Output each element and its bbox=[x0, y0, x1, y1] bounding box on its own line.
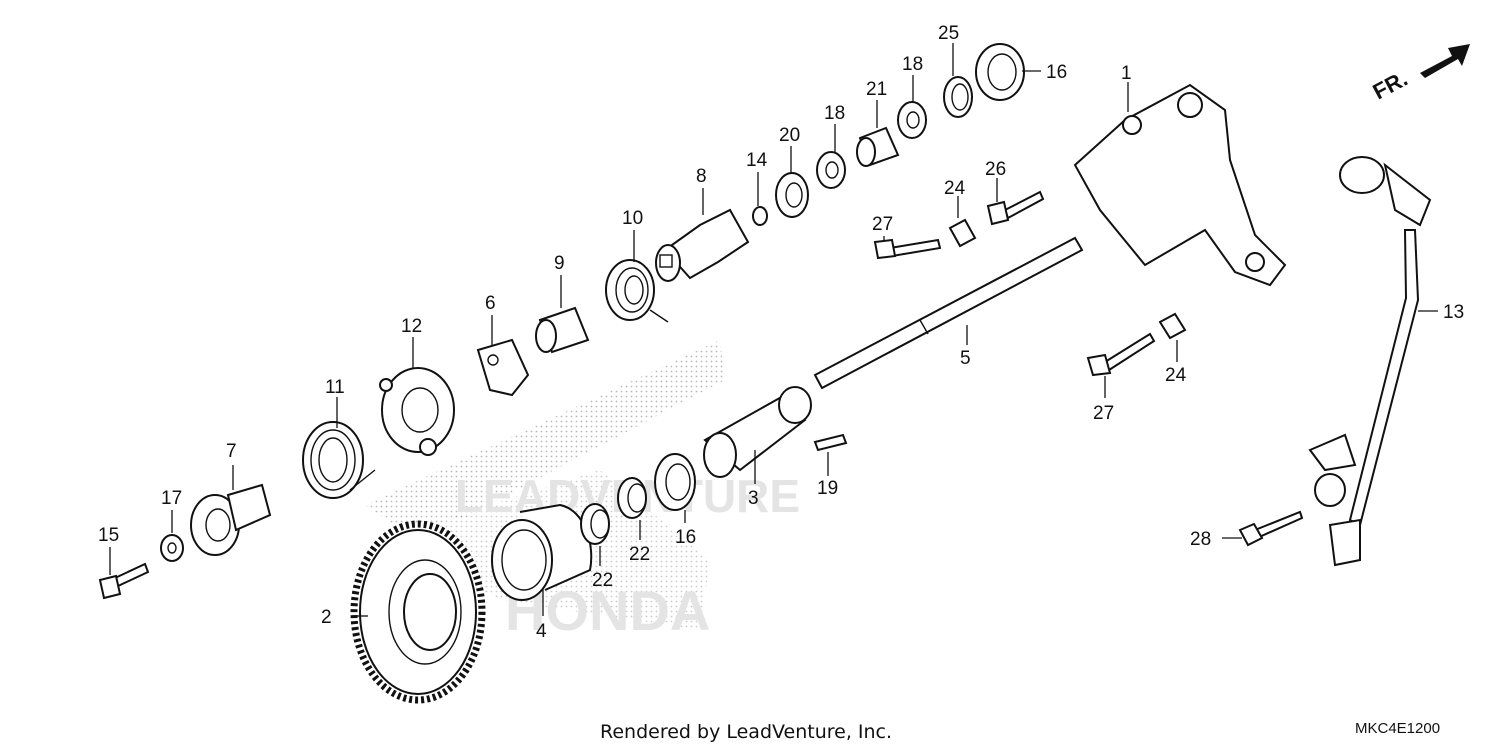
callout-12: 12 bbox=[401, 316, 422, 337]
rendered-by-credit: Rendered by LeadVenture, Inc. bbox=[600, 721, 892, 743]
part-25-circlip bbox=[943, 76, 973, 118]
part-16-washer-lower bbox=[654, 453, 696, 511]
part-20-seal bbox=[775, 172, 809, 218]
part-8-spindle bbox=[655, 208, 750, 282]
callout-7: 7 bbox=[226, 441, 237, 462]
callout-8: 8 bbox=[696, 166, 707, 187]
callout-1: 1 bbox=[1121, 63, 1132, 84]
callout-24-lower: 24 bbox=[1165, 365, 1187, 386]
callout-9: 9 bbox=[554, 253, 565, 274]
callout-labels: 1 2 3 4 5 6 7 8 9 10 11 12 13 14 15 16 1… bbox=[98, 23, 1464, 642]
callout-26: 26 bbox=[985, 159, 1006, 180]
part-19-pin bbox=[813, 433, 848, 452]
part-27-bolts bbox=[873, 238, 1156, 377]
callout-27-lower: 27 bbox=[1093, 403, 1114, 424]
callout-14: 14 bbox=[746, 150, 768, 171]
callout-25: 25 bbox=[938, 23, 959, 44]
callout-21: 21 bbox=[866, 79, 887, 100]
part-15-bolt bbox=[98, 562, 150, 600]
part-28-bolt bbox=[1238, 510, 1304, 547]
front-arrow-icon bbox=[1420, 44, 1470, 78]
part-24-dowel-upper bbox=[948, 218, 977, 248]
callout-18-upper: 18 bbox=[902, 54, 923, 75]
part-11-spring bbox=[302, 421, 376, 499]
callout-16-upper: 16 bbox=[1046, 62, 1067, 83]
part-6-plate bbox=[476, 338, 530, 397]
part-2-gear bbox=[350, 520, 486, 704]
callout-11: 11 bbox=[325, 377, 345, 398]
part-26-bolt bbox=[986, 190, 1045, 226]
callout-4: 4 bbox=[536, 621, 547, 642]
callout-15: 15 bbox=[98, 525, 119, 546]
part-18-washer-lower bbox=[816, 151, 846, 189]
callout-18-lower: 18 bbox=[824, 103, 845, 124]
part-10-spring bbox=[605, 259, 669, 323]
part-9-collar bbox=[535, 306, 590, 354]
callout-5: 5 bbox=[960, 348, 971, 369]
callout-10: 10 bbox=[622, 208, 643, 229]
callout-27-upper: 27 bbox=[872, 214, 893, 235]
part-1-housing bbox=[1073, 83, 1287, 287]
callout-20: 20 bbox=[779, 125, 800, 146]
part-17-washer bbox=[160, 534, 184, 562]
front-label: FR. bbox=[1369, 66, 1412, 105]
part-4-drum bbox=[491, 503, 593, 601]
part-18-washer-upper bbox=[897, 101, 927, 139]
callout-16-lower: 16 bbox=[675, 527, 696, 548]
part-21-bearing bbox=[856, 126, 900, 167]
callout-28: 28 bbox=[1190, 529, 1211, 550]
callout-2: 2 bbox=[321, 607, 332, 628]
part-13-lever bbox=[1308, 156, 1432, 567]
callout-22-left: 22 bbox=[592, 570, 613, 591]
part-22-needle-bearings bbox=[580, 477, 647, 545]
front-direction-indicator: FR. bbox=[1369, 44, 1470, 104]
part-14-washer bbox=[752, 206, 768, 226]
diagram-code: MKC4E1200 bbox=[1355, 720, 1440, 737]
callout-22-right: 22 bbox=[629, 544, 650, 565]
callout-17: 17 bbox=[161, 488, 182, 509]
part-5-shaft bbox=[813, 236, 1084, 390]
callout-24-upper: 24 bbox=[944, 178, 966, 199]
part-12-ratchet bbox=[379, 367, 455, 456]
part-16-washer-upper bbox=[975, 43, 1025, 101]
callout-3: 3 bbox=[748, 488, 759, 509]
part-7-collar bbox=[190, 483, 272, 556]
callout-6: 6 bbox=[485, 293, 496, 314]
leader-lines bbox=[109, 43, 1438, 617]
part-3-sleeve bbox=[703, 386, 812, 478]
callout-19: 19 bbox=[817, 478, 838, 499]
part-24-dowel-lower bbox=[1158, 312, 1187, 340]
callout-13: 13 bbox=[1443, 302, 1464, 323]
